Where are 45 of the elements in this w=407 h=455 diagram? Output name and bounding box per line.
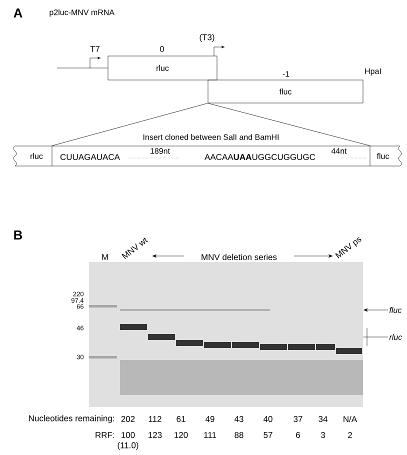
table-cell: 43	[234, 416, 244, 422]
length-label: 44nt	[331, 148, 347, 154]
promoter-label: T7	[90, 46, 100, 52]
zoom-line	[208, 103, 370, 146]
row-label: RRF:	[96, 432, 114, 438]
frame-label: HpaI	[365, 68, 381, 76]
table-cell: 123	[148, 432, 162, 438]
frame-label: -1	[282, 71, 290, 77]
table-cell: 6	[296, 432, 300, 438]
table-cell: 34	[318, 416, 328, 422]
table-cell: (11.0)	[118, 442, 138, 450]
table-cell: 57	[264, 432, 272, 438]
row-label: Nucleotides remaining:	[29, 415, 114, 423]
table-cell: 100	[122, 432, 135, 438]
table-cell: 37	[294, 416, 302, 422]
gene-box: fluc	[208, 80, 364, 104]
picture	[89, 262, 363, 407]
sequence: AACAAUAAUGGCUGGUGC	[204, 154, 316, 160]
sequence: CUUAGAUACA	[60, 154, 120, 160]
title: p2luc-MNV mRNA	[50, 9, 114, 17]
table-cell: 3	[320, 432, 325, 438]
panel-letter: A	[14, 8, 22, 18]
table-cell: N/A	[344, 416, 358, 422]
table-cell: 111	[204, 432, 216, 438]
table-cell: 49	[205, 416, 214, 422]
gene-box: rluc	[108, 56, 218, 80]
frame-label: 0	[160, 46, 164, 52]
table-cell: 202	[121, 416, 135, 422]
band-label: fluc	[389, 307, 402, 313]
arrow	[364, 308, 388, 312]
table-cell: 120	[174, 432, 188, 438]
leader-line	[363, 336, 388, 338]
zoom-line	[52, 103, 208, 146]
band-label: rluc	[389, 334, 402, 340]
table-cell: 88	[234, 432, 244, 438]
table-cell: 2	[348, 432, 352, 438]
table-cell: 112	[148, 416, 162, 422]
table-cell: 61	[176, 416, 186, 422]
panel-letter: B	[14, 230, 22, 240]
length-label: 189nt	[150, 148, 170, 154]
gene-end-box: fluc	[370, 146, 402, 166]
gene-end-box: rluc	[13, 146, 52, 166]
heading: Insert cloned between SalI and BamHI	[143, 134, 278, 140]
promoter-label: (T3)	[200, 34, 214, 42]
table-cell: 40	[263, 416, 272, 422]
